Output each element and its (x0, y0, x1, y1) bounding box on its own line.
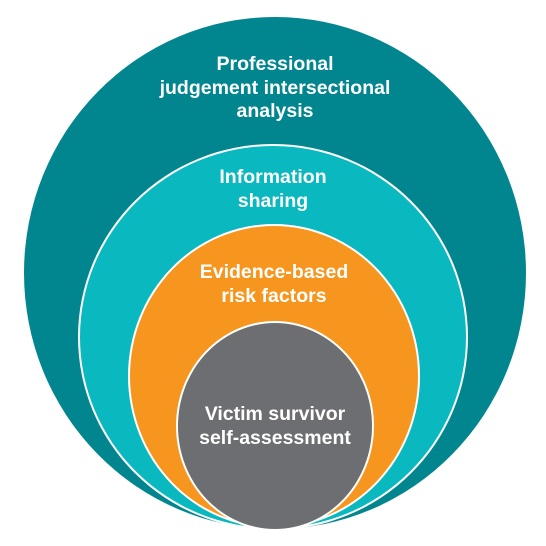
information-sharing-label: Information sharing (219, 166, 327, 212)
professional-judgement-label: Professional judgement intersectional an… (159, 53, 391, 122)
victim-survivor-self-assessment-label: Victim survivor self-assessment (199, 403, 351, 449)
victim-survivor-self-assessment-circle: Victim survivor self-assessment (176, 321, 374, 531)
evidence-based-risk-factors-label: Evidence-based risk factors (199, 261, 349, 307)
